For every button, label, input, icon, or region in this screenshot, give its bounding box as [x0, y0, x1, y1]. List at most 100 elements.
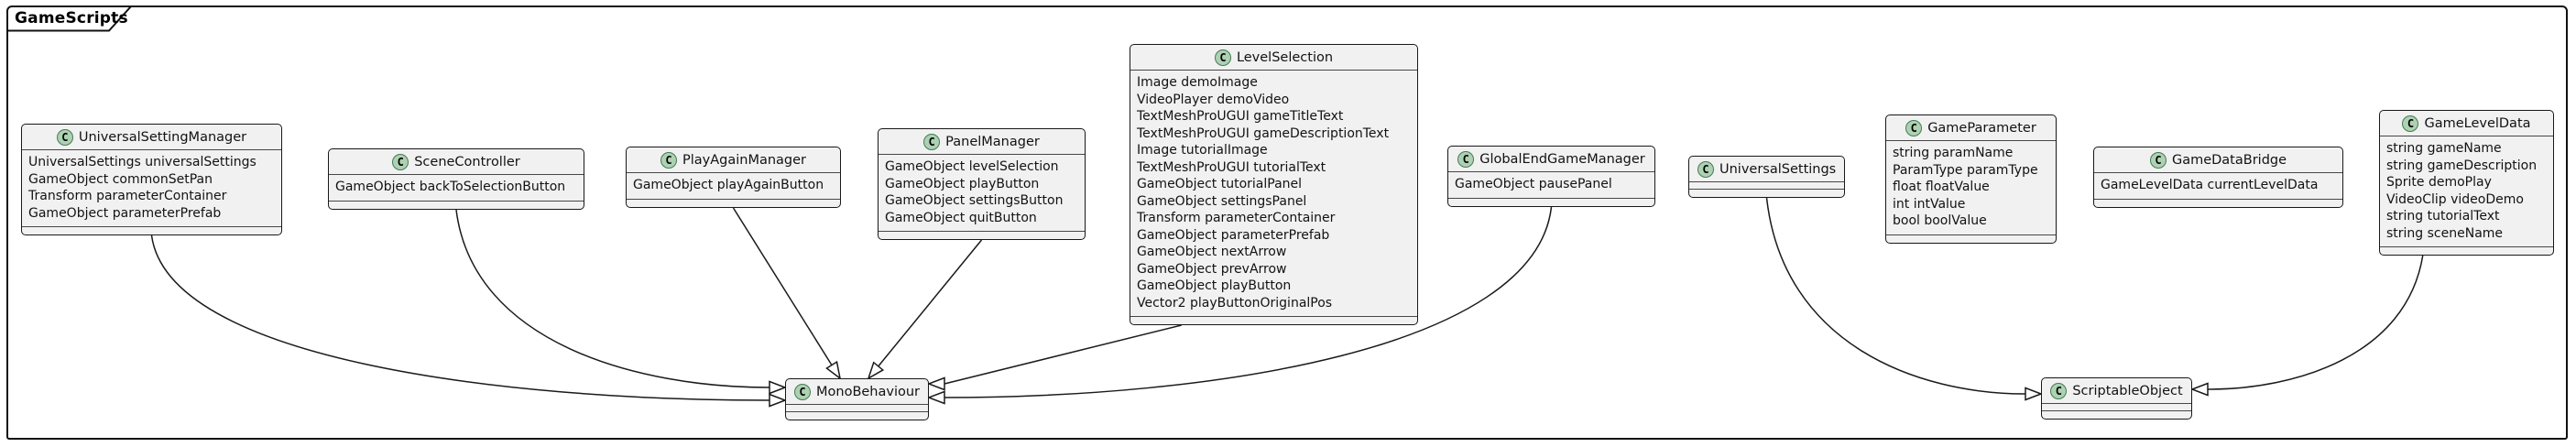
attribute-line: string sceneName: [2386, 225, 2504, 241]
inheritance-connector-universalsettings: [1765, 197, 2026, 395]
attribute-line: Transform parameterContainer: [1137, 211, 1336, 225]
class-methods: [2042, 410, 2191, 419]
class-name: GameParameter: [1927, 120, 2036, 136]
class-stereotype-icon: C: [794, 383, 811, 400]
inheritance-arrowhead-playagainmanager: [825, 360, 842, 380]
class-methods: [1689, 189, 1845, 197]
attribute-line: GameObject prevArrow: [1137, 261, 1287, 277]
inheritance-arrowhead-levelselection: [926, 376, 945, 391]
class-name: GameLevelData: [2424, 115, 2531, 131]
inheritance-connector-levelselection: [944, 324, 1182, 385]
class-attributes: GameObject backToSelectionButton: [329, 174, 584, 201]
attribute-line: GameObject nextArrow: [1137, 245, 1287, 259]
class-methods: [2094, 198, 2342, 207]
inheritance-arrowhead-scenecontroller: [769, 380, 788, 395]
class-stereotype-icon: C: [56, 128, 73, 146]
class-methods: [1886, 234, 2056, 243]
class-title: C SceneController: [329, 149, 584, 174]
class-name: MonoBehaviour: [816, 384, 921, 399]
attribute-line: GameLevelData currentLevelData: [2101, 178, 2319, 192]
class-methods: [22, 226, 281, 234]
attribute-line: Image demoImage: [1137, 75, 1258, 90]
inheritance-arrowhead-gameleveldata: [2189, 382, 2209, 397]
attribute-line: string gameDescription: [2386, 158, 2538, 173]
attribute-line: VideoClip videoDemo: [2386, 191, 2524, 207]
class-box-monobehaviour: C MonoBehaviour: [785, 378, 930, 420]
class-name: ScriptableObject: [2072, 383, 2183, 398]
class-methods: [627, 198, 840, 207]
class-methods: [1130, 316, 1417, 324]
class-name: SceneController: [414, 154, 520, 169]
class-methods: [1448, 197, 1654, 206]
class-name: PlayAgainManager: [682, 152, 807, 168]
inheritance-connector-panelmanager: [878, 239, 983, 367]
class-name: LevelSelection: [1236, 49, 1334, 65]
class-stereotype-icon: C: [1905, 119, 1923, 136]
inheritance-arrowhead-panelmanager: [867, 361, 885, 380]
class-title: C PlayAgainManager: [627, 147, 840, 172]
class-title: C MonoBehaviour: [786, 379, 928, 404]
attribute-line: Sprite demoPlay: [2386, 175, 2492, 190]
inheritance-arrowhead-globalendgamemanager: [926, 390, 945, 405]
attribute-line: VideoPlayer demoVideo: [1137, 92, 1290, 107]
attribute-line: Image tutorialImage: [1137, 143, 1268, 158]
attribute-line: GameObject playButton: [885, 176, 1040, 191]
attribute-line: GameObject backToSelectionButton: [335, 180, 566, 194]
attribute-line: float floatValue: [1893, 180, 1990, 194]
attribute-line: GameObject quitButton: [885, 210, 1037, 225]
class-methods: [879, 231, 1085, 239]
attribute-line: Vector2 playButtonOriginalPos: [1137, 295, 1333, 311]
attribute-line: GameObject settingsPanel: [1137, 193, 1307, 209]
class-name: GameDataBridge: [2171, 152, 2287, 168]
class-name: PanelManager: [945, 134, 1040, 149]
class-stereotype-icon: C: [1214, 49, 1231, 66]
attribute-line: string gameName: [2386, 141, 2502, 156]
attribute-line: GameObject playAgainButton: [633, 178, 824, 192]
attribute-line: GameObject tutorialPanel: [1137, 177, 1303, 191]
attribute-line: UniversalSettings universalSettings: [28, 155, 257, 169]
attribute-line: Transform parameterContainer: [28, 189, 227, 203]
attribute-line: GameObject playButton: [1137, 278, 1292, 293]
class-stereotype-icon: C: [392, 153, 409, 170]
class-stereotype-icon: C: [660, 151, 677, 169]
class-attributes: GameObject playAgainButton: [627, 172, 840, 199]
attribute-line: GameObject parameterPrefab: [28, 205, 222, 221]
class-attributes: GameLevelData currentLevelData: [2094, 172, 2342, 199]
class-methods: [329, 200, 584, 209]
attribute-line: GameObject commonSetPan: [28, 171, 213, 187]
class-methods: [786, 411, 929, 420]
class-name: UniversalSettingManager: [78, 129, 247, 145]
attribute-line: GameObject levelSelection: [885, 159, 1059, 174]
inheritance-connector-universalsettingmanager: [150, 234, 770, 401]
attribute-line: GameObject pausePanel: [1455, 177, 1612, 191]
class-title: C LevelSelection: [1130, 45, 1417, 70]
class-stereotype-icon: C: [2149, 151, 2167, 169]
attribute-line: string paramName: [1893, 146, 2014, 160]
class-methods: [2380, 246, 2553, 255]
frame-tab-outline: [7, 5, 132, 32]
class-attributes: [1689, 181, 1845, 189]
inheritance-connector-globalendgamemanager: [944, 206, 1553, 398]
inheritance-connector-gameleveldata: [2207, 255, 2424, 390]
class-name: GlobalEndGameManager: [1479, 151, 1645, 167]
class-attributes: [2042, 403, 2191, 410]
